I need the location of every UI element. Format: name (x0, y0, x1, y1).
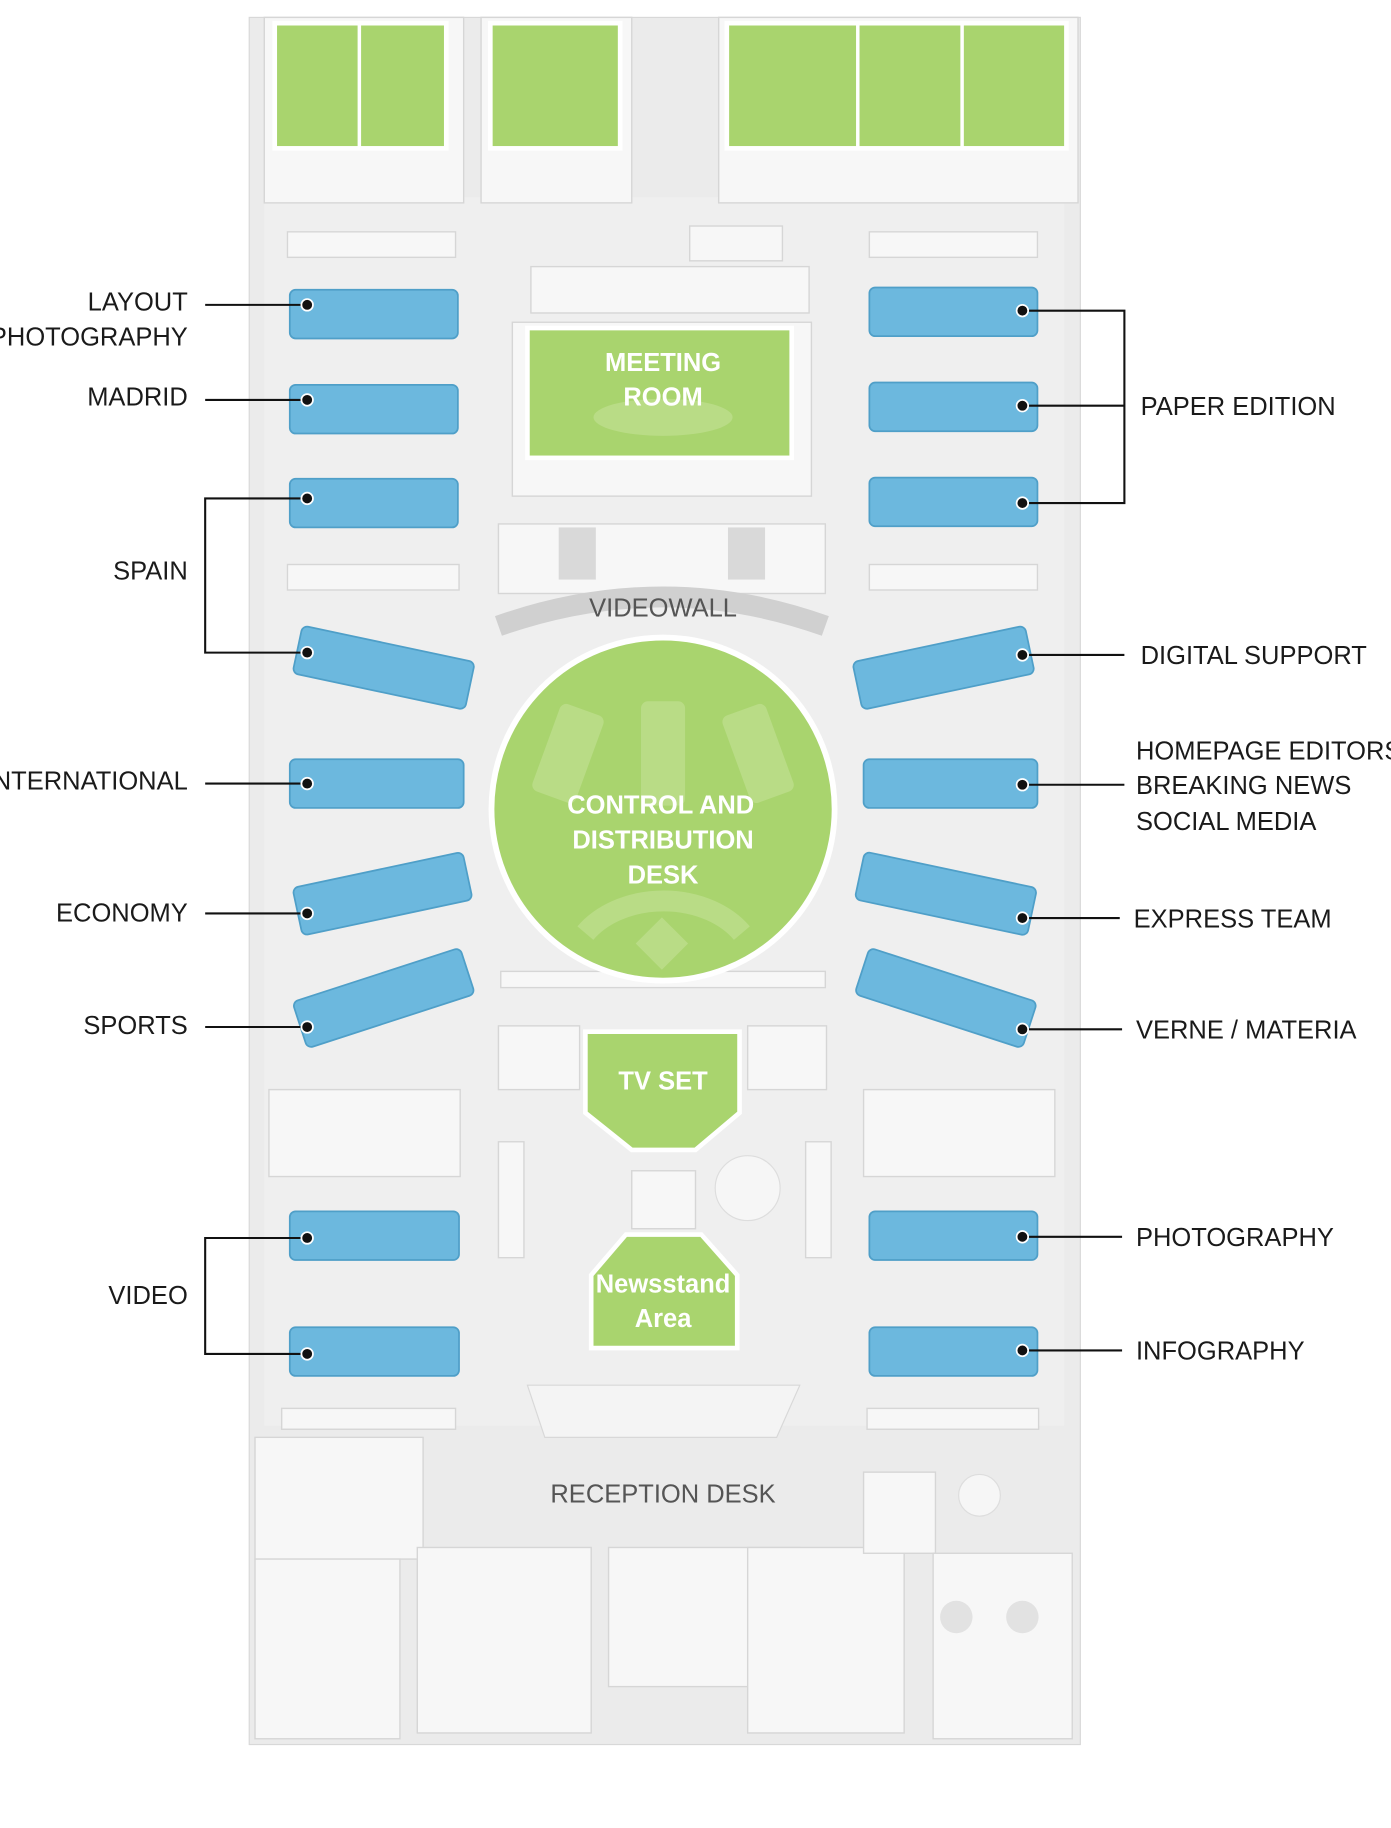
desk-layout-photography[interactable] (288, 288, 459, 340)
label-verne-materia: VERNE / MATERIA (1136, 1017, 1357, 1045)
meeting-room-label-2: ROOM (623, 384, 702, 412)
label-economy: ECONOMY (56, 900, 188, 928)
tv-set[interactable]: TV SET (583, 1029, 742, 1153)
label-international: INTERNATIONAL (0, 767, 188, 795)
newsstand-label-2: Area (635, 1305, 693, 1333)
control-desk-label-2: DISTRIBUTION (572, 827, 753, 855)
newsstand-area[interactable]: Newsstand Area (588, 1232, 740, 1351)
control-desk-label-1: CONTROL AND (567, 792, 754, 820)
label-video: VIDEO (108, 1282, 187, 1310)
desk-sports[interactable] (292, 948, 475, 1049)
label-homepage-editors: HOMEPAGE EDITORS (1136, 737, 1391, 765)
desk-video-1[interactable] (288, 1210, 460, 1261)
label-social-media: SOCIAL MEDIA (1136, 808, 1316, 836)
desk-paper-edition-2[interactable] (868, 381, 1039, 433)
desk-paper-edition-1[interactable] (868, 286, 1039, 338)
label-photography-right: PHOTOGRAPHY (1136, 1224, 1334, 1252)
label-madrid: MADRID (87, 384, 188, 412)
meeting-room-label-1: MEETING (605, 349, 721, 377)
left-leaders (204, 298, 314, 1361)
reception-desk-label: RECEPTION DESK (550, 1480, 775, 1508)
label-breaking-news: BREAKING NEWS (1136, 772, 1351, 800)
desks (288, 286, 1039, 1377)
desk-infography[interactable] (868, 1326, 1039, 1377)
label-spain: SPAIN (113, 558, 188, 586)
control-desk-label-3: DESK (628, 861, 699, 889)
desk-international[interactable] (288, 758, 465, 809)
label-digital-support: DIGITAL SUPPORT (1141, 642, 1367, 670)
desk-madrid[interactable] (288, 383, 459, 435)
desk-photography[interactable] (868, 1210, 1039, 1261)
desk-digital-support[interactable] (852, 625, 1035, 710)
desk-spain-1[interactable] (288, 477, 459, 529)
desk-economy[interactable] (292, 852, 473, 936)
left-labels: LAYOUT PHOTOGRAPHY MADRID SPAIN INTERNAT… (0, 289, 188, 1310)
desk-spain-2[interactable] (292, 625, 475, 710)
label-express-team: EXPRESS TEAM (1134, 905, 1332, 933)
top-offices (272, 20, 1069, 151)
label-layout: LAYOUT (88, 289, 188, 317)
desk-video-2[interactable] (288, 1326, 460, 1377)
label-photography-left: PHOTOGRAPHY (0, 323, 188, 351)
label-paper-edition: PAPER EDITION (1141, 393, 1336, 421)
meeting-room[interactable]: MEETING ROOM (525, 325, 795, 461)
label-sports: SPORTS (83, 1012, 187, 1040)
videowall-label: VIDEOWALL (589, 595, 737, 623)
desk-verne-materia[interactable] (855, 948, 1038, 1049)
control-desk[interactable]: CONTROL AND DISTRIBUTION DESK (488, 634, 838, 984)
label-infography: INFOGRAPHY (1136, 1338, 1305, 1366)
desk-homepage[interactable] (862, 758, 1039, 809)
desk-express-team[interactable] (854, 851, 1037, 936)
right-leaders (1015, 303, 1126, 1358)
right-labels: PAPER EDITION DIGITAL SUPPORT HOMEPAGE E… (1134, 393, 1391, 1366)
newsstand-label-1: Newsstand (596, 1270, 731, 1298)
desk-paper-edition-3[interactable] (868, 476, 1039, 528)
tv-set-label: TV SET (618, 1068, 708, 1096)
